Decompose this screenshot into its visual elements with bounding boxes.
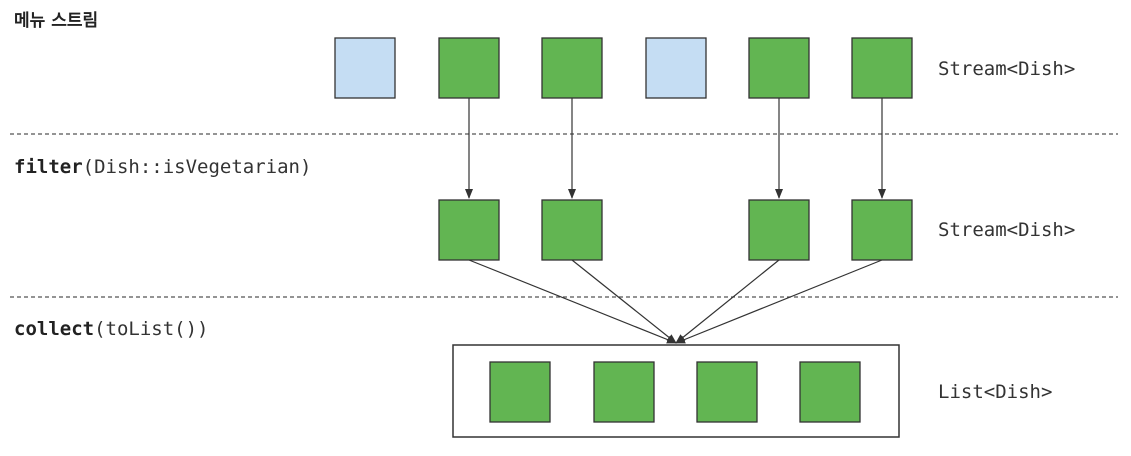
vegetarian-dish-box: [799, 361, 861, 423]
filter-op-args: (Dish::isVegetarian): [83, 156, 312, 178]
filtered-stream-type-label: Stream<Dish>: [938, 219, 1075, 241]
non-vegetarian-dish-box: [645, 37, 707, 99]
vegetarian-dish-box: [489, 361, 551, 423]
collect-arrow: [571, 259, 677, 344]
diagram-title: 메뉴 스트림: [14, 11, 98, 31]
dish-boxes: [334, 37, 913, 423]
vegetarian-dish-box: [438, 37, 500, 99]
vegetarian-dish-box: [696, 361, 758, 423]
vegetarian-dish-box: [851, 199, 913, 261]
filter-operation-label: filter(Dish::isVegetarian): [14, 156, 311, 178]
result-list-container: [452, 344, 900, 438]
vegetarian-dish-box: [748, 37, 810, 99]
non-vegetarian-dish-box: [334, 37, 396, 99]
result-list-type-label: List<Dish>: [938, 381, 1052, 403]
collect-arrow: [468, 259, 677, 344]
filter-op-name: filter: [14, 156, 83, 178]
flow-arrows: [465, 98, 886, 344]
collect-arrow: [675, 259, 780, 344]
vegetarian-dish-box: [748, 199, 810, 261]
vegetarian-dish-box: [851, 37, 913, 99]
vegetarian-dish-box: [541, 37, 603, 99]
collect-op-args: (toList()): [94, 318, 208, 340]
vegetarian-dish-box: [438, 199, 500, 261]
vegetarian-dish-box: [593, 361, 655, 423]
source-stream-type-label: Stream<Dish>: [938, 58, 1075, 80]
collect-arrow: [675, 259, 883, 344]
collect-operation-label: collect(toList()): [14, 318, 208, 340]
vegetarian-dish-box: [541, 199, 603, 261]
collect-op-name: collect: [14, 318, 94, 340]
